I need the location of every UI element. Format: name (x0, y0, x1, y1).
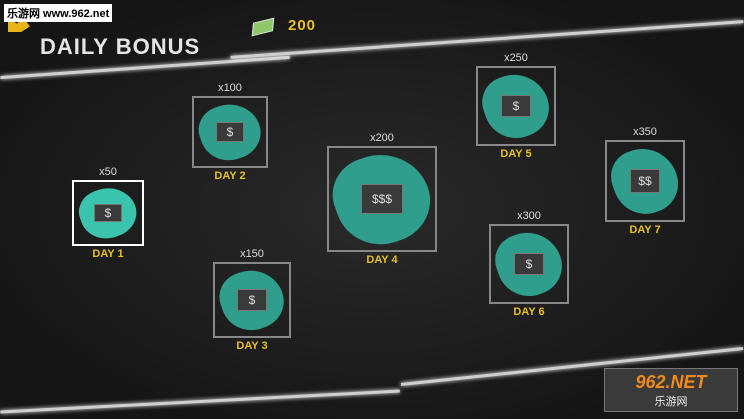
reward-amount: x350 (633, 126, 657, 138)
page-title: DAILY BONUS (40, 34, 201, 59)
cash-pile-icon: $ (513, 252, 545, 276)
day-label: DAY 4 (366, 254, 398, 266)
reward-amount: x250 (504, 52, 528, 64)
cash-stack-icon: $ (500, 94, 532, 118)
cash-pile-icon: $ (215, 121, 245, 143)
day-5-reward[interactable]: x250 $ DAY 5 (474, 52, 558, 160)
reward-frame: $ (212, 261, 292, 339)
reward-frame: $$ (603, 139, 687, 223)
day-7-reward[interactable]: x350 $$ DAY 7 (603, 126, 687, 236)
watermark-logo-subtext: 乐游网 (654, 395, 688, 408)
day-6-reward[interactable]: x300 $ DAY 6 (487, 210, 571, 318)
cash-case-icon: $$$ (360, 183, 404, 215)
reward-amount: x150 (240, 248, 264, 260)
day-label: DAY 5 (500, 148, 532, 160)
cash-pile-large-icon: $$ (629, 169, 661, 193)
day-label: DAY 2 (214, 170, 246, 182)
reward-amount: x200 (370, 132, 394, 144)
reward-amount: x100 (218, 82, 242, 94)
watermark-top: 乐游网 www.962.net (4, 4, 113, 22)
reward-amount: x300 (517, 210, 541, 222)
day-1-reward[interactable]: x50 $ DAY 1 (68, 166, 148, 260)
day-3-reward[interactable]: x150 $ DAY 3 (210, 248, 294, 352)
day-label: DAY 6 (513, 306, 545, 318)
day-4-reward[interactable]: x200 $$$ DAY 4 (322, 132, 442, 266)
cash-balance: 200 (288, 17, 317, 34)
watermark-logo: 962.NET 乐游网 (604, 368, 738, 412)
watermark-logo-text: 962.NET (635, 371, 707, 392)
reward-frame: $$$ (322, 140, 442, 258)
reward-frame: $ (72, 179, 144, 247)
day-label: DAY 1 (92, 248, 124, 260)
reward-frame: $ (487, 222, 571, 306)
reward-frame: $ (474, 64, 558, 148)
reward-frame: $ (192, 95, 268, 169)
day-label: DAY 7 (629, 224, 661, 236)
cash-stack-icon: $ (94, 203, 122, 223)
day-2-reward[interactable]: x100 $ DAY 2 (190, 82, 270, 182)
reward-amount: x50 (99, 166, 117, 178)
money-bag-icon: $ (237, 289, 267, 311)
day-label: DAY 3 (236, 340, 268, 352)
